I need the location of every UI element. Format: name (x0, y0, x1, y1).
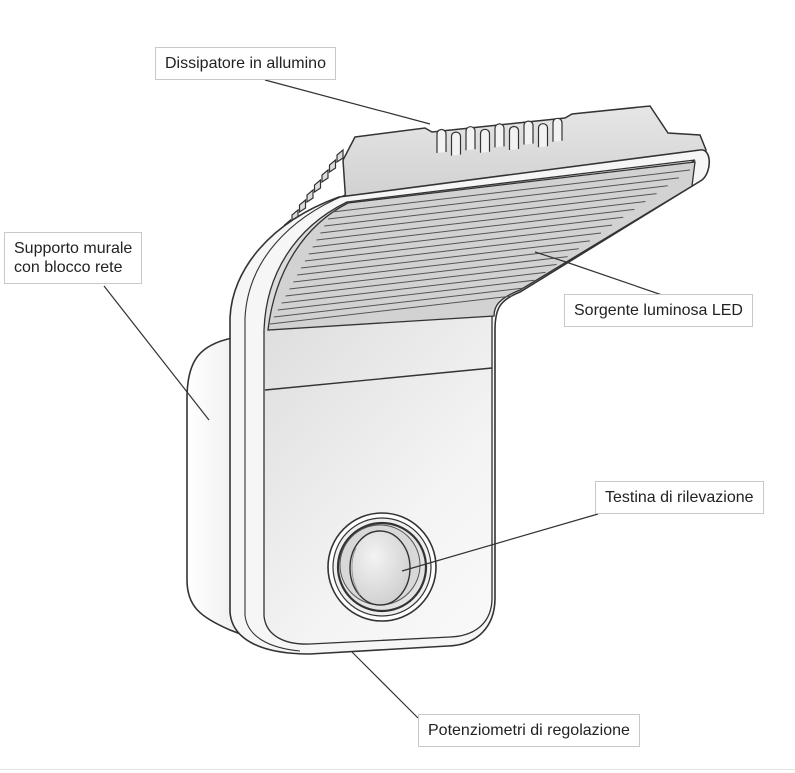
heatsink-fin (450, 131, 462, 156)
led-rib (324, 185, 668, 227)
label-wall-mount: Supporto murale con blocco rete (4, 232, 143, 284)
led-rib (316, 201, 646, 241)
leader-lines (103, 79, 666, 719)
led-source (267, 161, 696, 331)
heatsink-side-fin (328, 158, 337, 174)
led-rib (297, 240, 590, 276)
leader-wall-mount (103, 285, 210, 421)
led-rib (277, 279, 535, 311)
label-wall-mount-line-1: Supporto murale (14, 240, 133, 257)
heatsink-fin (508, 125, 520, 150)
led-rib (293, 248, 579, 283)
led-rib (273, 287, 524, 318)
led-rib (331, 169, 691, 213)
led-rib (312, 208, 635, 248)
leader-heatsink (264, 79, 431, 125)
heatsink-fin (523, 120, 534, 145)
heatsink-side-fin (313, 178, 322, 194)
sensor-head (327, 512, 437, 622)
label-potentiometers: Potenziometri di regolazione (418, 714, 640, 747)
heatsink-side-fin (336, 148, 344, 164)
label-sensor-head: Testina di rilevazione (595, 481, 764, 514)
heatsink-fin (494, 123, 505, 148)
led-rib (285, 264, 557, 297)
heatsink-fin (479, 128, 491, 153)
leader-led-2 (565, 261, 666, 297)
heatsink-fin (537, 123, 549, 148)
label-heatsink: Dissipatore in allumino (155, 47, 336, 80)
led-rib (308, 216, 624, 255)
heatsink-fins (436, 117, 563, 156)
label-potentiometers-text: Potenziometri di regolazione (428, 722, 630, 739)
led-rib (289, 256, 568, 290)
heatsink-side-fin (298, 198, 307, 214)
label-sensor-head-text: Testina di rilevazione (605, 489, 754, 506)
label-led-source: Sorgente luminosa LED (564, 294, 753, 327)
heatsink-fin (552, 117, 563, 142)
led-rib (300, 232, 602, 269)
label-wall-mount-line-2: con blocco rete (14, 259, 123, 276)
heatsink-side-fin (321, 168, 329, 184)
bottom-divider (0, 769, 795, 770)
led-rib (269, 295, 513, 325)
led-ribs (269, 169, 691, 325)
label-led-source-text: Sorgente luminosa LED (574, 302, 743, 319)
led-rib (328, 177, 679, 220)
label-heatsink-text: Dissipatore in allumino (165, 55, 326, 72)
heatsink-side-fin (306, 188, 314, 204)
heatsink-fin (465, 126, 476, 151)
led-rib (304, 224, 613, 262)
leader-led (534, 251, 567, 263)
led-rib (320, 193, 657, 234)
leader-sensor-head (401, 513, 599, 572)
leader-potentiometers (351, 651, 419, 719)
heatsink-fin (436, 128, 447, 153)
led-rib (281, 271, 546, 304)
